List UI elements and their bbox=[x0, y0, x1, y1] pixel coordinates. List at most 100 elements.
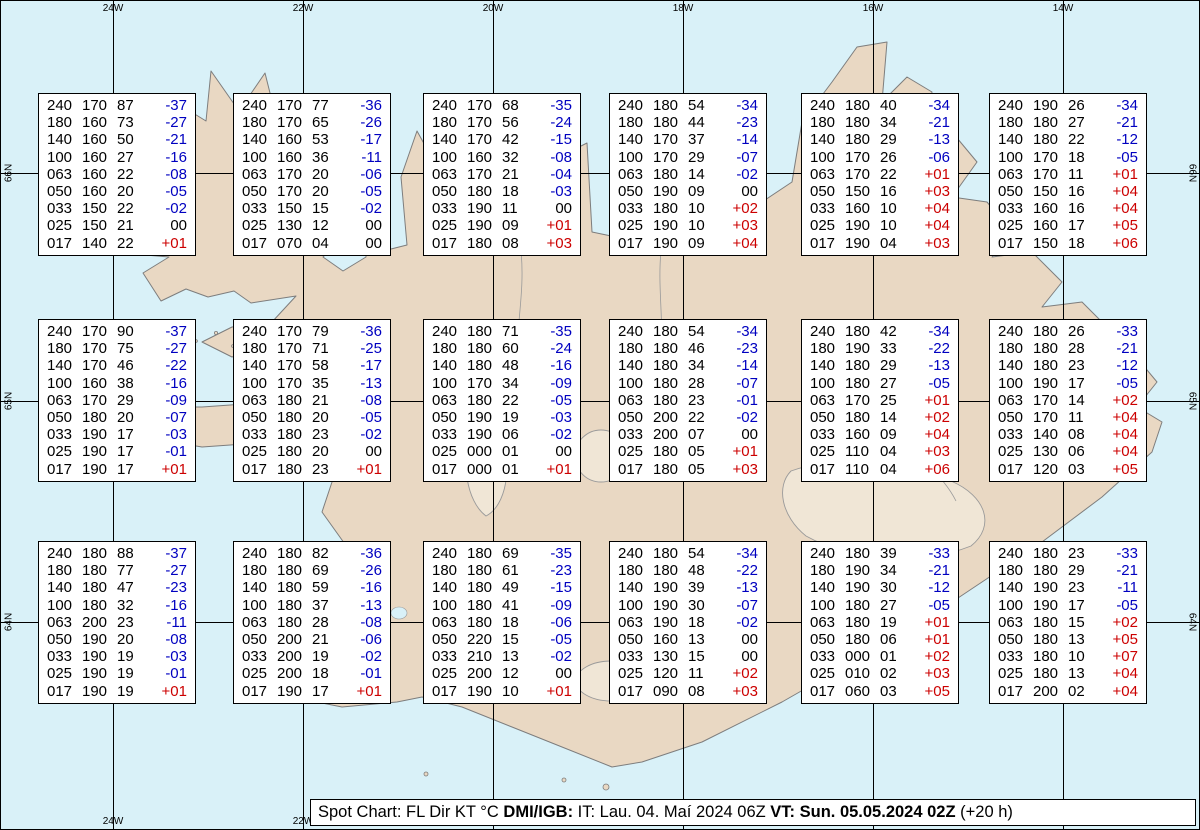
dir-value: 170 bbox=[845, 165, 871, 183]
dir-value: 160 bbox=[277, 148, 303, 166]
dir-value: 200 bbox=[467, 665, 493, 683]
dir-value: 180 bbox=[653, 340, 679, 358]
dir-value: 190 bbox=[1033, 97, 1059, 114]
footer-text-segment: Sun. 05.05.2024 02Z bbox=[795, 803, 956, 821]
temp-value: -16 bbox=[360, 579, 382, 597]
dir-value: 190 bbox=[82, 443, 108, 461]
temp-value: 00 bbox=[555, 443, 572, 461]
kt-value: 59 bbox=[312, 579, 329, 597]
dir-value: 160 bbox=[82, 131, 108, 149]
temp-value: -01 bbox=[165, 665, 187, 683]
temp-value: +03 bbox=[546, 234, 572, 252]
fl-value: 100 bbox=[432, 596, 458, 614]
dir-value: 190 bbox=[467, 426, 493, 444]
temp-value: -21 bbox=[1116, 114, 1138, 132]
temp-value: -23 bbox=[736, 114, 758, 132]
dir-value: 000 bbox=[467, 460, 493, 478]
dir-value: 120 bbox=[1033, 460, 1059, 478]
temp-value: -27 bbox=[165, 340, 187, 358]
fl-value: 180 bbox=[47, 340, 73, 358]
temp-value: -34 bbox=[1116, 97, 1138, 114]
kt-value: 38 bbox=[117, 374, 134, 392]
kt-value: 53 bbox=[312, 131, 329, 149]
dir-value: 180 bbox=[467, 340, 493, 358]
dir-value: 180 bbox=[1033, 131, 1059, 149]
kt-value: 46 bbox=[688, 340, 705, 358]
temp-value: -11 bbox=[361, 148, 382, 166]
dir-value: 190 bbox=[467, 409, 493, 427]
fl-value: 033 bbox=[432, 426, 458, 444]
temp-value: -34 bbox=[928, 323, 950, 340]
temp-value: -01 bbox=[165, 443, 187, 461]
kt-value: 44 bbox=[688, 114, 705, 132]
kt-value: 58 bbox=[312, 357, 329, 375]
fl-value: 140 bbox=[998, 579, 1024, 597]
dir-value: 180 bbox=[467, 234, 493, 252]
fl-value: 050 bbox=[432, 631, 458, 649]
fl-value: 033 bbox=[618, 426, 644, 444]
kt-value: 69 bbox=[502, 545, 519, 562]
kt-value: 08 bbox=[1068, 426, 1085, 444]
kt-value: 22 bbox=[117, 200, 134, 218]
temp-value: -37 bbox=[165, 97, 187, 114]
dir-value: 180 bbox=[1033, 613, 1059, 631]
latitude-line-64N bbox=[1, 622, 1199, 623]
dir-value: 160 bbox=[1033, 200, 1059, 218]
fl-value: 180 bbox=[810, 562, 836, 580]
fl-value: 025 bbox=[618, 665, 644, 683]
fl-value: 017 bbox=[998, 460, 1024, 478]
temp-value: +02 bbox=[924, 648, 950, 666]
dir-value: 160 bbox=[653, 631, 679, 649]
kt-value: 11 bbox=[688, 665, 704, 683]
dir-value: 180 bbox=[277, 562, 303, 580]
dir-value: 190 bbox=[82, 665, 108, 683]
kt-value: 21 bbox=[312, 631, 329, 649]
kt-value: 23 bbox=[1068, 579, 1085, 597]
fl-value: 240 bbox=[998, 97, 1024, 114]
fl-value: 180 bbox=[618, 340, 644, 358]
kt-value: 30 bbox=[688, 596, 705, 614]
dir-value: 180 bbox=[653, 165, 679, 183]
kt-value: 22 bbox=[880, 165, 897, 183]
fl-value: 033 bbox=[998, 200, 1024, 218]
kt-value: 09 bbox=[688, 234, 705, 252]
fl-value: 240 bbox=[242, 545, 268, 562]
kt-value: 09 bbox=[880, 426, 897, 444]
dir-value: 170 bbox=[277, 183, 303, 201]
fl-value: 017 bbox=[47, 234, 73, 252]
kt-value: 06 bbox=[1068, 443, 1085, 461]
fl-value: 140 bbox=[998, 357, 1024, 375]
temp-value: -14 bbox=[736, 357, 758, 375]
fl-value: 100 bbox=[998, 148, 1024, 166]
kt-value: 87 bbox=[117, 97, 134, 114]
kt-value: 48 bbox=[688, 562, 705, 580]
kt-value: 04 bbox=[312, 234, 329, 252]
temp-value: -09 bbox=[550, 596, 572, 614]
temp-value: -09 bbox=[550, 374, 572, 392]
kt-value: 27 bbox=[880, 596, 897, 614]
kt-value: 21 bbox=[312, 391, 329, 409]
kt-value: 02 bbox=[880, 665, 897, 683]
kt-value: 37 bbox=[688, 131, 705, 149]
temp-value: -35 bbox=[550, 97, 572, 114]
dir-value: 180 bbox=[277, 596, 303, 614]
